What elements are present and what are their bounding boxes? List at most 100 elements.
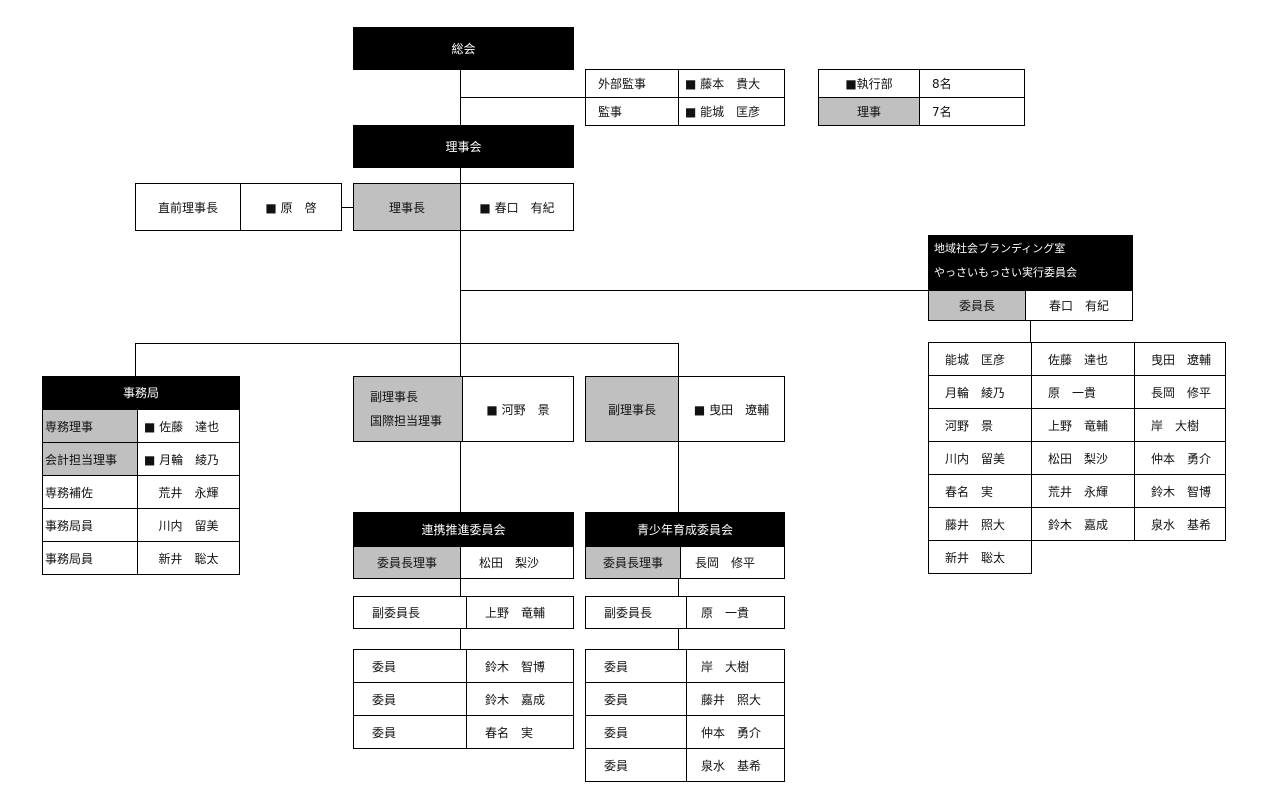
branding-header: 地域社会ブランディング室 やっさいもっさい実行委員会 <box>928 235 1133 290</box>
committee-member-name: 藤井 照大 <box>686 682 785 716</box>
vice-chair-1-role: 副理事長 国際担当理事 <box>353 376 463 442</box>
member-row: 河野 景 上野 竜輔 岸 大樹 <box>928 408 1226 442</box>
committee-2-chair-table: 委員長理事 長岡 修平 <box>585 546 785 579</box>
branding-members-table: 能城 匡彦 佐藤 達也 曳田 遼輔 月輪 綾乃 原 一貴 長岡 修平 河野 景 … <box>928 342 1226 574</box>
auditor-row: 外部監事 ■ 藤本 貴大 <box>585 69 785 98</box>
committee-2-vice-role: 副委員長 <box>585 596 687 629</box>
auditor-name: ■ 藤本 貴大 <box>678 69 785 98</box>
committee-member-row: 委員 岸 大樹 <box>585 649 785 683</box>
former-chair-table: 直前理事長 ■ 原 啓 <box>135 183 342 231</box>
connector-line <box>135 343 136 376</box>
branding-chair-role: 委員長 <box>928 290 1026 321</box>
member-cell: 藤井 照大 <box>928 507 1032 541</box>
summary-count: 8名 <box>919 69 1025 98</box>
branding-title-2: やっさいもっさい実行委員会 <box>934 266 1077 279</box>
member-cell: 松田 梨沙 <box>1031 441 1135 475</box>
secretariat-header: 事務局 <box>42 376 240 409</box>
member-row: 川内 留美 松田 梨沙 仲本 勇介 <box>928 441 1226 475</box>
member-row: 月輪 綾乃 原 一貴 長岡 修平 <box>928 375 1226 409</box>
member-cell: 鈴木 嘉成 <box>1031 507 1135 541</box>
committee-member-role: 委員 <box>353 649 467 683</box>
member-cell: 佐藤 達也 <box>1031 342 1135 376</box>
committee-2-header: 青少年育成委員会 <box>585 512 785 547</box>
committee-member-role: 委員 <box>353 715 467 749</box>
secretariat-name: 川内 留美 <box>137 508 240 542</box>
committee-1-chair-table: 委員長理事 松田 梨沙 <box>353 546 574 579</box>
chair-role: 理事長 <box>353 183 461 231</box>
secretariat-table: 専務理事 ■ 佐藤 達也 会計担当理事 ■ 月輪 綾乃 専務補佐 荒井 永輝 事… <box>42 409 240 575</box>
committee-1-header: 連携推進委員会 <box>353 512 574 547</box>
committee-1-chair-name: 松田 梨沙 <box>460 546 574 579</box>
committee-1-chair-role: 委員長理事 <box>353 546 461 579</box>
secretariat-row: 専務理事 ■ 佐藤 達也 <box>42 409 240 443</box>
member-cell: 荒井 永輝 <box>1031 474 1135 508</box>
committee-member-row: 委員 藤井 照大 <box>585 682 785 716</box>
secretariat-role: 専務補佐 <box>42 475 138 509</box>
committee-member-name: 鈴木 智博 <box>466 649 574 683</box>
connector-line <box>460 97 585 98</box>
member-cell: 上野 竜輔 <box>1031 408 1135 442</box>
committee-member-role: 委員 <box>585 715 687 749</box>
committee-member-name: 岸 大樹 <box>686 649 785 683</box>
summary-label: 理事 <box>818 97 920 126</box>
chair-name: ■ 春口 有紀 <box>460 183 574 231</box>
member-cell: 泉水 基希 <box>1134 507 1226 541</box>
auditors-table: 外部監事 ■ 藤本 貴大 監事 ■ 能城 匡彦 <box>585 69 785 126</box>
member-cell: 原 一貴 <box>1031 375 1135 409</box>
secretariat-name: 新井 聡太 <box>137 541 240 575</box>
member-row: 能城 匡彦 佐藤 達也 曳田 遼輔 <box>928 342 1226 376</box>
auditor-name: ■ 能城 匡彦 <box>678 97 785 126</box>
branding-chair-name: 春口 有紀 <box>1025 290 1133 321</box>
committee-member-row: 委員 鈴木 嘉成 <box>353 682 574 716</box>
secretariat-row: 事務局員 川内 留美 <box>42 508 240 542</box>
vice-chair-1-role-2: 国際担当理事 <box>370 414 443 428</box>
member-cell: 春名 実 <box>928 474 1032 508</box>
committee-2-vice-table: 副委員長 原 一貴 <box>585 596 785 629</box>
auditor-role: 監事 <box>585 97 679 126</box>
committee-1-vice-table: 副委員長 上野 竜輔 <box>353 596 574 629</box>
connector-line <box>1030 320 1031 342</box>
committee-member-name: 鈴木 嘉成 <box>466 682 574 716</box>
member-cell: 鈴木 智博 <box>1134 474 1226 508</box>
secretariat-role: 事務局員 <box>42 541 138 575</box>
vice-chair-1-role-1: 副理事長 <box>370 390 419 404</box>
connector-line <box>135 343 679 344</box>
connector-line <box>460 290 928 291</box>
committee-member-role: 委員 <box>585 748 687 782</box>
committee-member-role: 委員 <box>585 649 687 683</box>
member-cell: 岸 大樹 <box>1134 408 1226 442</box>
committee-1-vice-role: 副委員長 <box>353 596 467 629</box>
former-chair-role: 直前理事長 <box>135 183 241 231</box>
board-box: 理事会 <box>353 125 574 168</box>
member-cell: 月輪 綾乃 <box>928 375 1032 409</box>
secretariat-row: 事務局員 新井 聡太 <box>42 541 240 575</box>
secretariat-row: 専務補佐 荒井 永輝 <box>42 475 240 509</box>
committee-2-members-table: 委員 岸 大樹 委員 藤井 照大 委員 仲本 勇介 委員 泉水 基希 <box>585 649 785 782</box>
committee-2-chair-role: 委員長理事 <box>585 546 681 579</box>
secretariat-name: ■ 佐藤 達也 <box>137 409 240 443</box>
summary-label: ■執行部 <box>818 69 920 98</box>
member-row: 新井 聡太 <box>928 540 1226 574</box>
vice-chair-2-name: ■ 曳田 遼輔 <box>678 376 785 442</box>
secretariat-role: 会計担当理事 <box>42 442 138 476</box>
secretariat-row: 会計担当理事 ■ 月輪 綾乃 <box>42 442 240 476</box>
committee-1-members-table: 委員 鈴木 智博 委員 鈴木 嘉成 委員 春名 実 <box>353 649 574 749</box>
vice-chair-1-name: ■ 河野 景 <box>462 376 574 442</box>
committee-member-name: 泉水 基希 <box>686 748 785 782</box>
secretariat-name: ■ 月輪 綾乃 <box>137 442 240 476</box>
member-cell: 曳田 遼輔 <box>1134 342 1226 376</box>
committee-member-name: 春名 実 <box>466 715 574 749</box>
committee-member-role: 委員 <box>585 682 687 716</box>
committee-member-name: 仲本 勇介 <box>686 715 785 749</box>
summary-row: 理事 7名 <box>818 97 1025 126</box>
committee-member-role: 委員 <box>353 682 467 716</box>
general-assembly-box: 総会 <box>353 27 574 70</box>
branding-title-1: 地域社会ブランディング室 <box>934 242 1066 255</box>
summary-table: ■執行部 8名 理事 7名 <box>818 69 1025 126</box>
vice-chair-1-table: 副理事長 国際担当理事 ■ 河野 景 <box>353 376 574 442</box>
vice-chair-2-table: 副理事長 ■ 曳田 遼輔 <box>585 376 785 442</box>
member-cell: 能城 匡彦 <box>928 342 1032 376</box>
connector-line <box>341 207 353 208</box>
chair-table: 理事長 ■ 春口 有紀 <box>353 183 574 231</box>
former-chair-name: ■ 原 啓 <box>240 183 342 231</box>
